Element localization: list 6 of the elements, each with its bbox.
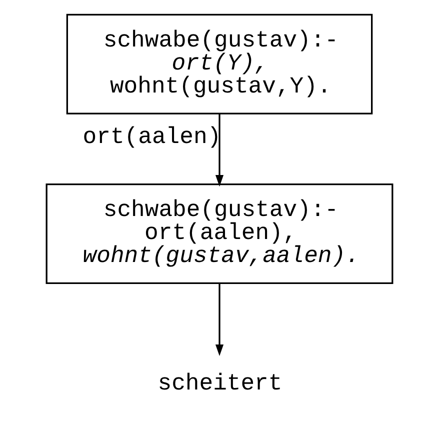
node-box: schwabe(gustav):- ort(Y), wohnt(gustav,Y). — [66, 14, 373, 114]
node-text: scheitert — [158, 370, 282, 397]
edge-label: ort(aalen) — [82, 124, 222, 150]
node-box: schwabe(gustav):- ort(aalen), wohnt(gustav,aalen). — [46, 184, 394, 284]
arrow — [215, 283, 224, 356]
arrow — [215, 114, 224, 187]
